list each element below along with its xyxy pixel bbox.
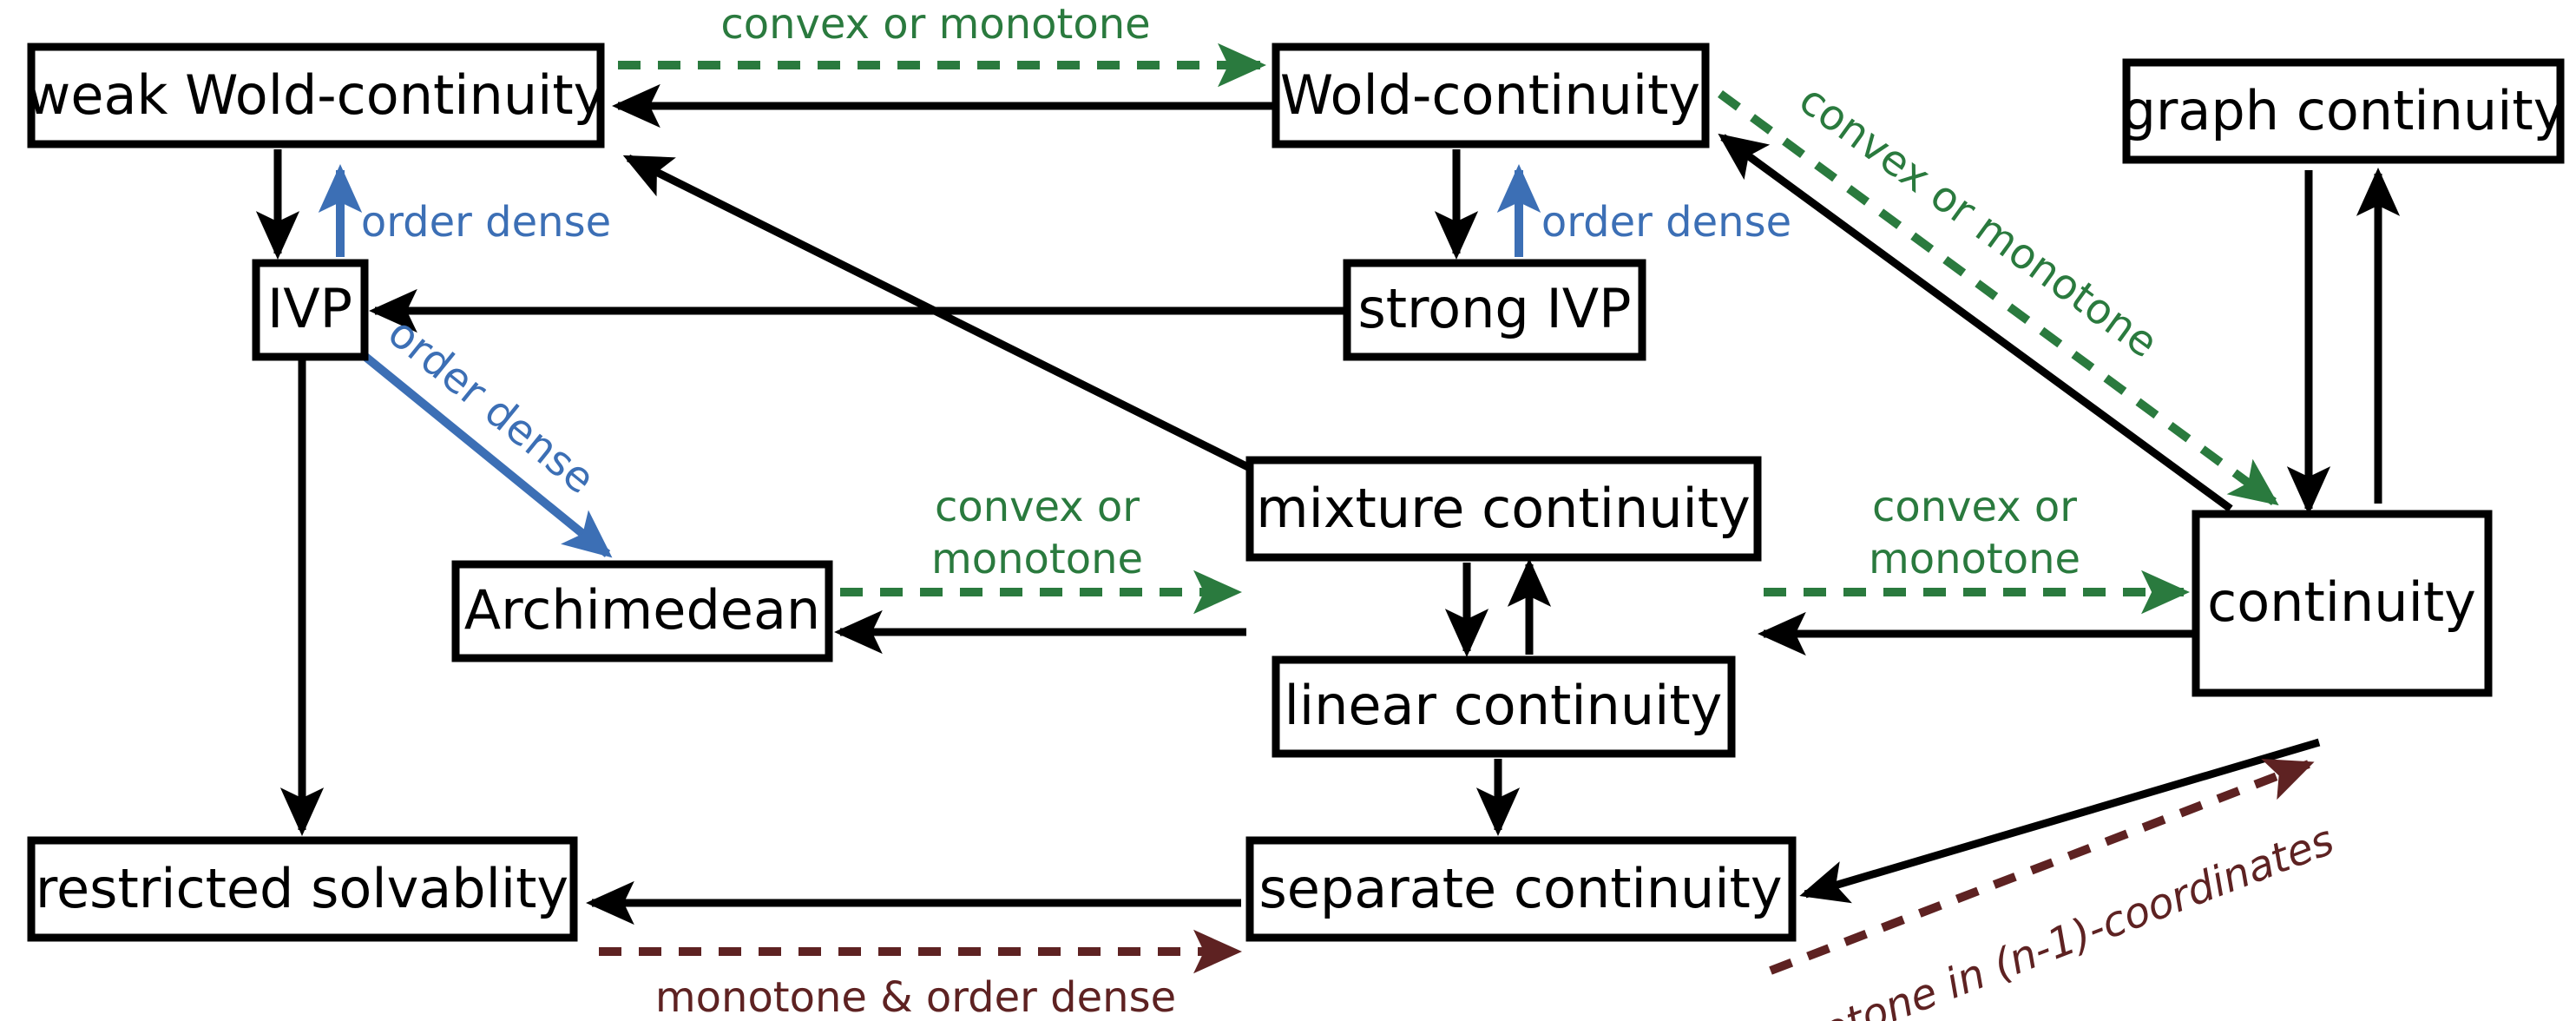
node-label-wold-continuity: Wold-continuity — [1280, 63, 1700, 127]
edge-separate-to-continuity-maroon — [1769, 759, 2315, 975]
edge-wold-to-continuity-green — [1718, 89, 2279, 506]
node-archimedean[interactable]: Archimedean — [451, 560, 833, 662]
node-graph-continuity[interactable]: graph continuity — [2122, 58, 2566, 164]
label-order-dense-right: order dense — [1541, 198, 1791, 247]
node-strong-ivp[interactable]: strong IVP — [1343, 259, 1646, 361]
edges-layer — [255, 43, 2401, 975]
label-convex-or-monotone-right-line1: convex or — [1872, 483, 2077, 531]
node-label-weak-wold-continuity: weak Wold-continuity — [27, 63, 606, 127]
node-label-graph-continuity: graph continuity — [2122, 79, 2566, 142]
node-wold-continuity[interactable]: Wold-continuity — [1272, 43, 1710, 148]
node-label-restricted-solvablity: restricted solvablity — [36, 857, 568, 920]
edge-continuity-to-separate — [1799, 738, 2321, 904]
node-label-ivp: IVP — [267, 277, 352, 340]
node-label-linear-continuity: linear continuity — [1285, 674, 1723, 737]
edge-continuity-to-wold — [1718, 133, 2233, 512]
node-label-mixture-continuity: mixture continuity — [1256, 477, 1751, 540]
nodes-layer: weak Wold-continuity Wold-continuity gra… — [27, 43, 2566, 942]
label-convex-or-monotone-mid-line1: convex or — [935, 483, 1140, 531]
node-continuity[interactable]: continuity — [2192, 510, 2493, 697]
label-convex-or-monotone-mid-line2: monotone — [931, 535, 1143, 583]
node-linear-continuity[interactable]: linear continuity — [1272, 655, 1736, 758]
node-weak-wold-continuity[interactable]: weak Wold-continuity — [27, 43, 606, 148]
label-convex-or-monotone-right-line2: monotone — [1869, 535, 2080, 583]
node-label-continuity: continuity — [2207, 570, 2476, 634]
node-restricted-solvablity[interactable]: restricted solvablity — [27, 836, 578, 942]
label-convex-or-monotone-top: convex or monotone — [720, 0, 1150, 49]
node-label-archimedean: Archimedean — [464, 578, 820, 642]
node-mixture-continuity[interactable]: mixture continuity — [1245, 456, 1762, 562]
edge-mixture-to-weak-wold — [622, 154, 1263, 478]
node-label-strong-ivp: strong IVP — [1357, 277, 1631, 340]
label-monotone-and-order-dense: monotone & order dense — [655, 973, 1176, 1021]
node-separate-continuity[interactable]: separate continuity — [1245, 836, 1797, 942]
label-order-dense-left: order dense — [361, 198, 611, 247]
node-ivp[interactable]: IVP — [252, 259, 369, 361]
node-label-separate-continuity: separate continuity — [1258, 857, 1782, 920]
edge-ivp-to-archimedean-order-dense — [361, 352, 613, 558]
